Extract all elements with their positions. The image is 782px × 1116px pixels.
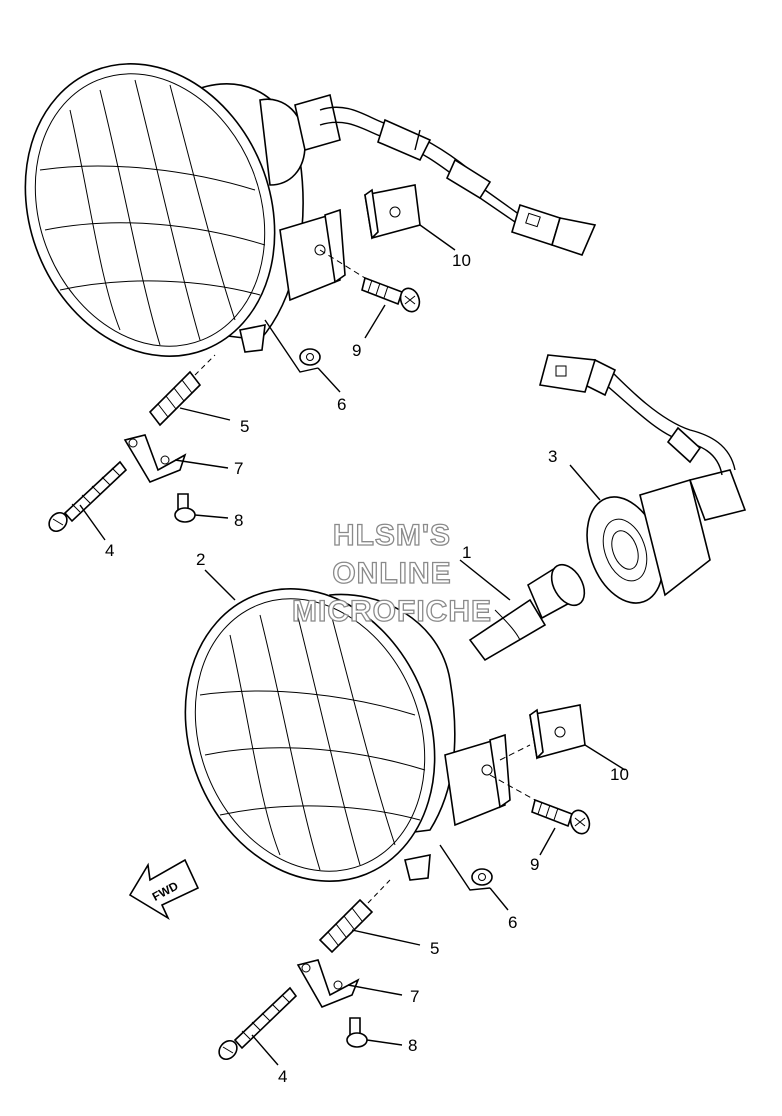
watermark-line-2: ONLINE	[332, 557, 451, 590]
callout-7-lower: 7	[410, 987, 419, 1006]
callout-4-lower: 4	[278, 1067, 287, 1086]
socket-3	[538, 354, 747, 604]
callout-1: 1	[462, 543, 471, 562]
watermark-line-1: HLSM'S	[333, 519, 451, 552]
bracket-7-upper	[123, 434, 229, 483]
bracket-10-lower	[499, 704, 626, 771]
spring-5-lower	[318, 879, 421, 954]
headlight-upper	[24, 63, 597, 357]
bolt-9-upper	[319, 249, 421, 339]
callout-6-upper: 6	[337, 395, 346, 414]
headlight-lower	[184, 588, 511, 882]
callout-4-upper: 4	[105, 541, 114, 560]
callout-3: 3	[548, 447, 557, 466]
screw-8-upper	[174, 493, 229, 523]
callout-9-upper: 9	[352, 341, 361, 360]
callout-8-upper: 8	[234, 511, 243, 530]
nut-6-upper	[264, 319, 341, 393]
callout-10-lower: 10	[610, 765, 629, 784]
callout-5-upper: 5	[240, 417, 249, 436]
callout-2: 2	[196, 550, 205, 569]
long-bolt-4-upper	[48, 460, 128, 541]
callout-5-lower: 5	[430, 939, 439, 958]
bracket-10-upper	[364, 184, 456, 251]
bulb-1	[459, 559, 586, 662]
long-bolt-4-lower	[218, 986, 298, 1066]
callout-7-upper: 7	[234, 459, 243, 478]
callout-6-lower: 6	[508, 913, 517, 932]
callout-10-upper: 10	[452, 251, 471, 270]
screw-8-lower	[346, 1017, 403, 1048]
nut-6-lower	[439, 844, 509, 911]
fwd-direction-arrow: FWD	[128, 858, 200, 921]
bolt-9-lower	[489, 774, 591, 856]
bracket-7-lower	[296, 959, 403, 1009]
callout-9-lower: 9	[530, 855, 539, 874]
watermark-line-3: MICROFICHE	[292, 595, 492, 628]
spring-5-upper	[148, 354, 231, 427]
callout-8-lower: 8	[408, 1036, 417, 1055]
watermark: HLSM'S ONLINE MICROFICHE	[291, 518, 492, 628]
